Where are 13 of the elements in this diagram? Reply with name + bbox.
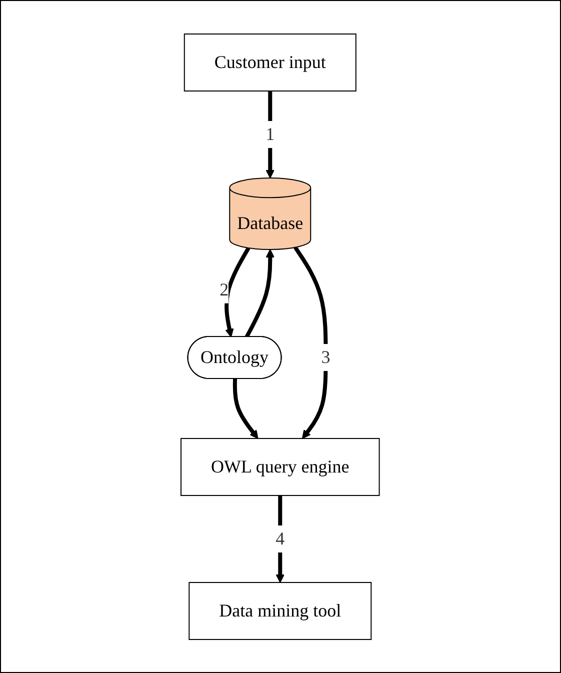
node-box: Data mining tool <box>189 582 372 640</box>
arrow <box>233 378 259 439</box>
edge-label: 2 <box>220 279 229 300</box>
edge-label: 4 <box>276 528 285 548</box>
arrow <box>224 246 251 338</box>
edge-label: 1 <box>266 124 275 144</box>
arrow <box>294 246 328 439</box>
node-box: OWL query engine <box>180 438 380 496</box>
arrow <box>266 90 275 178</box>
edge-label: 3 <box>322 346 331 367</box>
arrow <box>245 248 275 338</box>
node-box: Customer input <box>184 33 357 92</box>
arrow <box>276 495 285 583</box>
